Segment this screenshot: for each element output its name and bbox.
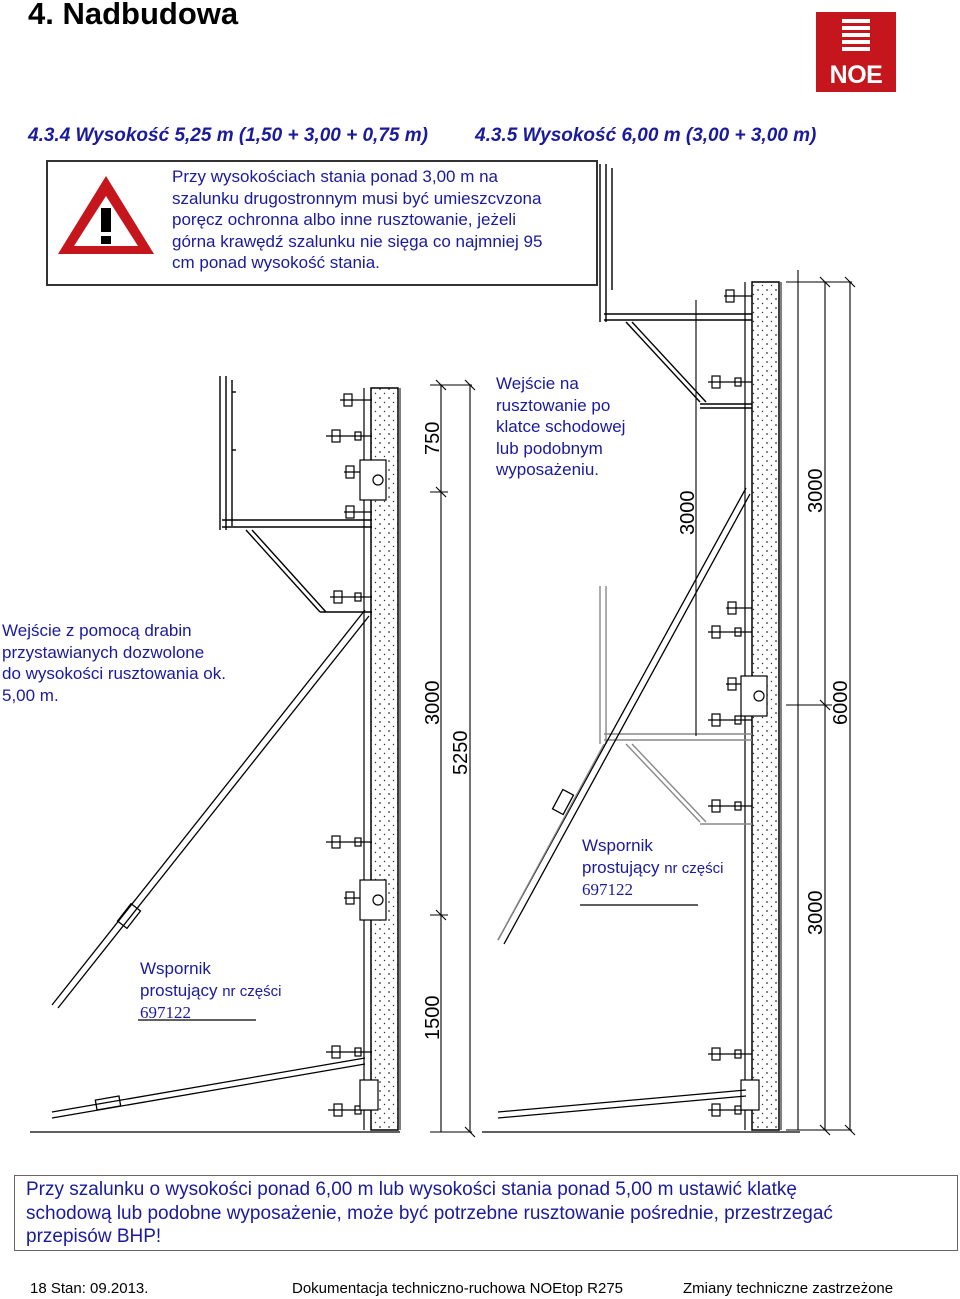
section-heading-right: 4.3.5 Wysokość 6,00 m (3,00 + 3,00 m) [475, 125, 817, 146]
left-dimension-lines [430, 379, 476, 1138]
footer-doc: Dokumentacja techniczno-ruchowa NOEtop R… [292, 1280, 624, 1297]
section-heading-left: 4.3.4 Wysokość 5,25 m (1,50 + 3,00 + 0,7… [28, 125, 428, 146]
left-clamps [359, 459, 387, 1111]
right-clamps [740, 675, 768, 1111]
dim-3000-right-top: 3000 [805, 469, 827, 514]
access-right-label: Wejście na rusztowanie po klatce schodow… [496, 374, 626, 479]
right-lower-platform [599, 586, 752, 825]
dim-3000-right-inner: 3000 [677, 491, 699, 536]
bracket-label-right: Wspornik prostujący nr części 697122 [582, 836, 724, 899]
left-ties [326, 393, 372, 1117]
dim-3000-left: 3000 [422, 681, 444, 726]
warning-line: cm ponad wysokość stania. [172, 253, 380, 272]
warning-box [46, 160, 598, 286]
dim-750: 750 [422, 422, 444, 455]
left-formwork-panel [363, 387, 401, 1131]
dim-1500: 1500 [422, 996, 444, 1041]
warning-line: górna krawędź szalunku nie sięga co najm… [172, 231, 543, 251]
warning-line: poręcz ochronna albo inne rusztowanie, j… [172, 210, 516, 229]
dim-6000: 6000 [830, 681, 852, 726]
left-upper-platform [219, 376, 372, 613]
bottom-note-box [14, 1175, 958, 1251]
page-title: 4. Nadbudowa [28, 0, 239, 31]
right-upper-platform [599, 164, 752, 409]
part-number: 697122 [582, 880, 633, 899]
warning-line: szalunku drugostronnym musi być umieszcv… [172, 188, 542, 208]
dim-3000-right-bottom: 3000 [805, 891, 827, 936]
bracket-label-left: Wspornik prostujący nr części 697122 [140, 959, 282, 1022]
right-dimension-lines [695, 270, 856, 1136]
dim-5250: 5250 [450, 731, 472, 776]
warning-line: Przy wysokościach stania ponad 3,00 m na [172, 167, 499, 186]
part-number: 697122 [140, 1003, 191, 1022]
access-left-label: Wejście z pomocą drabin przystawianych d… [2, 621, 226, 705]
footer-rights: Zmiany techniczne zastrzeżone [683, 1280, 894, 1297]
noe-logo: NOE [816, 12, 896, 92]
bottom-note-text: Przy szalunku o wysokości ponad 6,00 m l… [26, 1179, 833, 1247]
right-push-pull-props [497, 487, 751, 1119]
warning-triangle-icon [58, 176, 154, 254]
footer-page: 18 Stan: 09.2013. [30, 1280, 149, 1297]
logo-text: NOE [829, 61, 883, 89]
left-push-pull-props [51, 609, 370, 1119]
right-ties [708, 289, 752, 1117]
warning-text: Przy wysokościach stania ponad 3,00 m na… [172, 166, 592, 274]
